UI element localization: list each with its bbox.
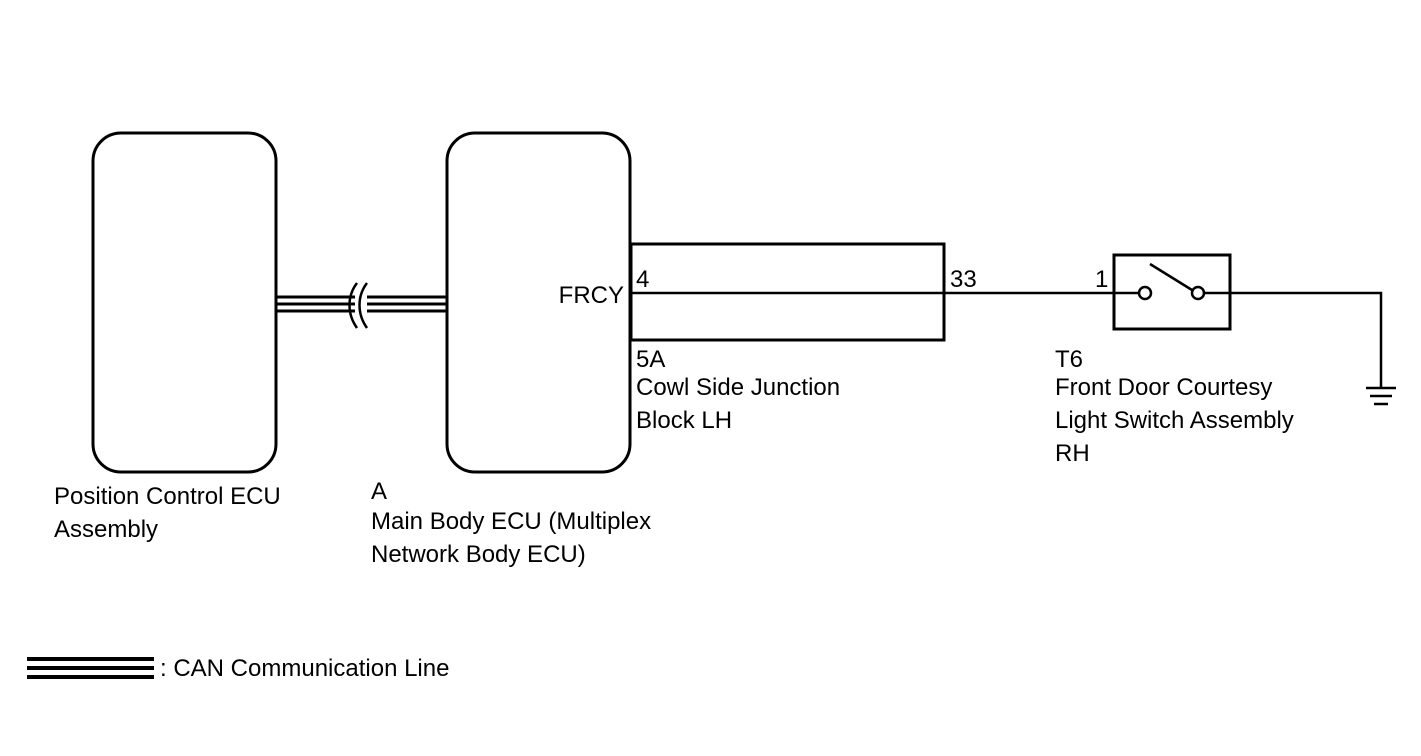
position-control-ecu-box xyxy=(91,131,278,474)
door-switch-label-line-1: Front Door Courtesy xyxy=(1055,374,1272,401)
main-body-ecu-connector-code: A xyxy=(371,478,387,505)
main-body-ecu-label-line-2: Network Body ECU) xyxy=(371,541,586,568)
frcy-terminal-label: FRCY xyxy=(559,282,624,309)
position-ecu-label-line-2: Assembly xyxy=(54,516,158,543)
position-ecu-label-line-1: Position Control ECU xyxy=(54,483,281,510)
can-legend-line-icon xyxy=(27,657,154,679)
can-bus-break-mark xyxy=(348,282,369,329)
switch-contact-icon xyxy=(1137,262,1206,301)
junction-pin-out-label: 33 xyxy=(950,266,977,293)
can-legend-label: : CAN Communication Line xyxy=(160,655,449,682)
junction-pin-in-label: 4 xyxy=(636,266,649,293)
door-switch-label-line-2: Light Switch Assembly xyxy=(1055,407,1294,434)
can-bus-line xyxy=(277,295,446,313)
ground-icon xyxy=(1366,386,1396,406)
door-switch-connector-code: T6 xyxy=(1055,346,1083,373)
junction-connector-code: 5A xyxy=(636,346,665,373)
junction-label-line-2: Block LH xyxy=(636,407,732,434)
main-body-ecu-label-line-1: Main Body ECU (Multiplex xyxy=(371,508,651,535)
switch-pin-label: 1 xyxy=(1095,266,1108,293)
ground-wire xyxy=(1204,291,1383,388)
door-switch-label-line-3: RH xyxy=(1055,440,1090,467)
junction-label-line-1: Cowl Side Junction xyxy=(636,374,840,401)
